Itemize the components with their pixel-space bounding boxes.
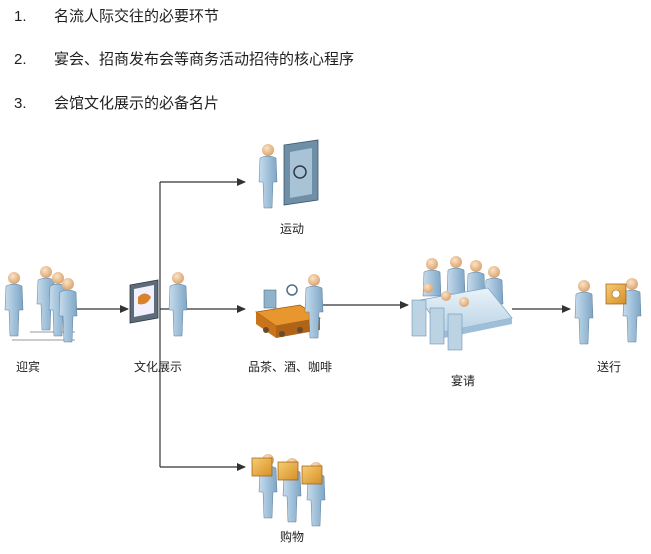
node-label-greet: 迎宾: [16, 359, 40, 374]
list-item: 3. 会馆文化展示的必备名片: [14, 91, 219, 115]
list-number: 1.: [14, 8, 27, 25]
list-text: 会馆文化展示的必备名片: [54, 94, 220, 112]
node-label-banquet: 宴请: [451, 373, 475, 388]
node-label-tea: 品茶、酒、咖啡: [248, 359, 332, 374]
culture-display-icon: [129, 272, 188, 337]
greeting-group-icon: [4, 266, 78, 343]
node-label-shop: 购物: [280, 529, 304, 544]
node-label-sport: 运动: [280, 222, 304, 236]
node-label-farewell: 送行: [597, 359, 621, 374]
list-item: 1. 名流人际交往的必要环节: [14, 4, 219, 28]
list-text: 宴会、招商发布会等商务活动招待的核心程序: [54, 50, 355, 68]
list-number: 2.: [14, 51, 27, 68]
list-item: 2. 宴会、招商发布会等商务活动招待的核心程序: [14, 47, 354, 71]
list-text: 名流人际交往的必要环节: [54, 7, 220, 25]
sport-icon: [258, 139, 319, 209]
tea-wine-coffee-icon: [254, 274, 324, 339]
list-number: 3.: [14, 95, 27, 112]
node-label-display: 文化展示: [134, 359, 182, 374]
banquet-icon: [411, 256, 513, 351]
shopping-icon: [251, 454, 326, 527]
farewell-icon: [574, 278, 642, 345]
